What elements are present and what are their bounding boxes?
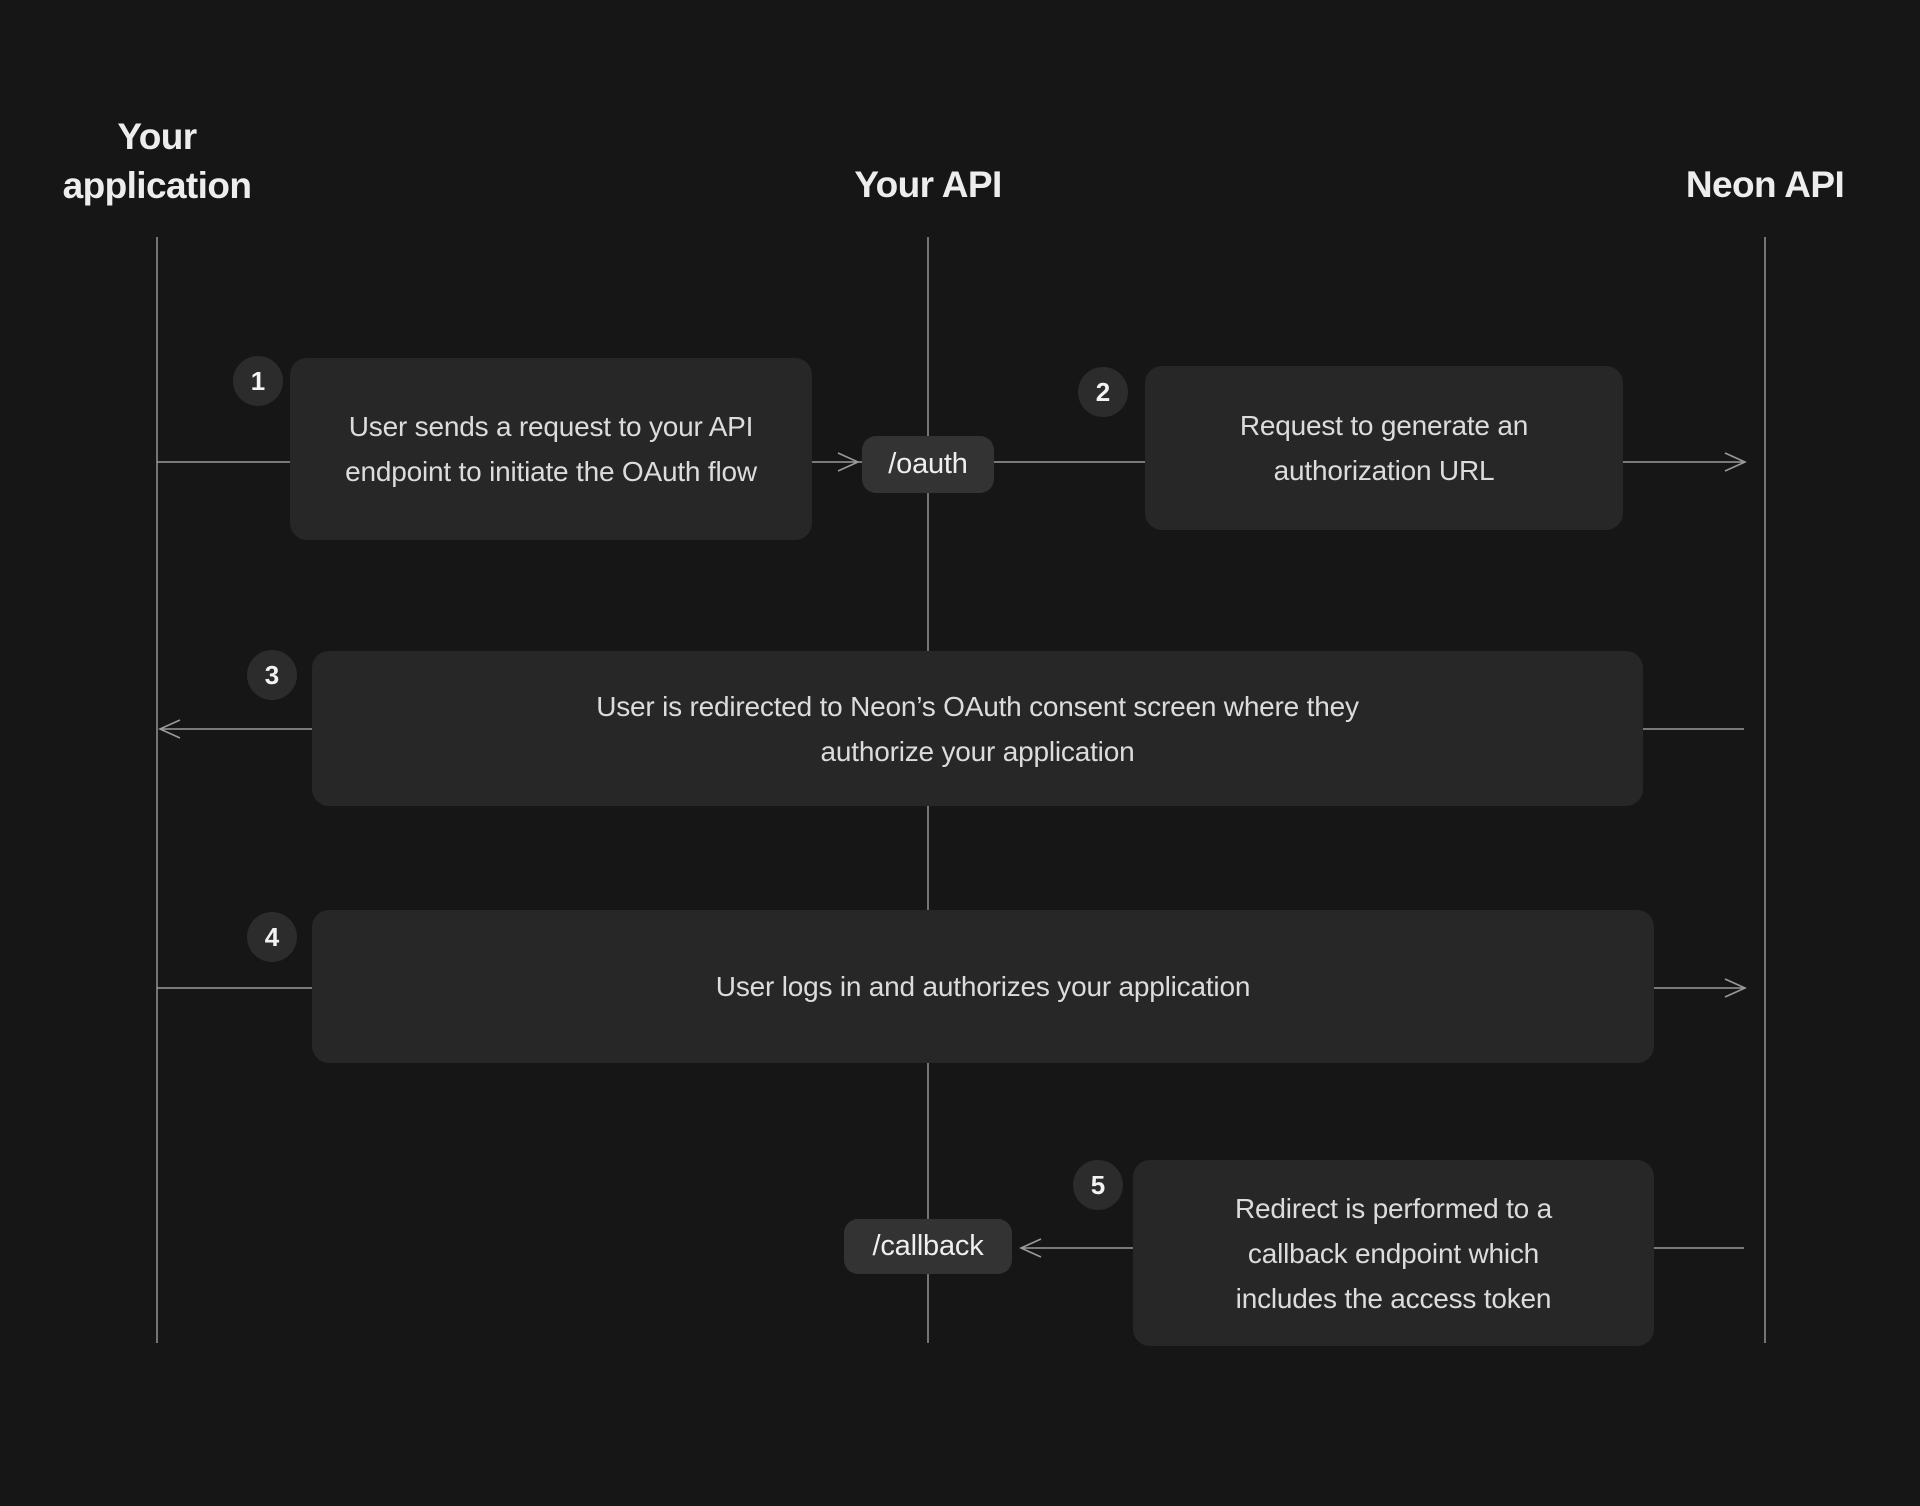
- step-1-text: User sends a request to your API endpoin…: [345, 411, 757, 487]
- arrowhead-into-neon-bottom-icon: [1724, 978, 1747, 998]
- arrowhead-into-application-icon: [158, 719, 181, 739]
- step-4-box: User logs in and authorizes your applica…: [312, 910, 1654, 1063]
- step-5-text: Redirect is performed to a callback endp…: [1235, 1192, 1552, 1314]
- step-4-text: User logs in and authorizes your applica…: [715, 971, 1251, 1002]
- step-3-box: User is redirected to Neon’s OAuth conse…: [312, 651, 1643, 806]
- oauth-endpoint-pill: /oauth: [862, 436, 994, 493]
- step-3-text: User is redirected to Neon’s OAuth conse…: [596, 690, 1359, 767]
- step-4-badge: 4: [247, 912, 297, 962]
- callback-endpoint-label: /callback: [872, 1230, 984, 1262]
- step-3-badge: 3: [247, 650, 297, 700]
- oauth-endpoint-label: /oauth: [888, 448, 968, 480]
- step-5-box: Redirect is performed to a callback endp…: [1133, 1160, 1654, 1346]
- step-2-box: Request to generate an authorization URL: [1145, 366, 1623, 530]
- step-2-text: Request to generate an authorization URL: [1239, 410, 1529, 486]
- arrowhead-into-neon-top-icon: [1724, 452, 1747, 472]
- arrowhead-into-callback-icon: [1019, 1238, 1042, 1258]
- arrowhead-into-oauth-icon: [837, 452, 860, 472]
- step-1-box: User sends a request to your API endpoin…: [290, 358, 812, 540]
- step-2-badge: 2: [1078, 367, 1128, 417]
- actor-label-your-api: Your API: [854, 164, 1002, 205]
- actor-label-your-application: Your application: [62, 116, 252, 206]
- callback-endpoint-pill: /callback: [844, 1219, 1012, 1274]
- step-5-badge: 5: [1073, 1160, 1123, 1210]
- actor-label-neon-api: Neon API: [1685, 164, 1845, 205]
- step-1-badge: 1: [233, 356, 283, 406]
